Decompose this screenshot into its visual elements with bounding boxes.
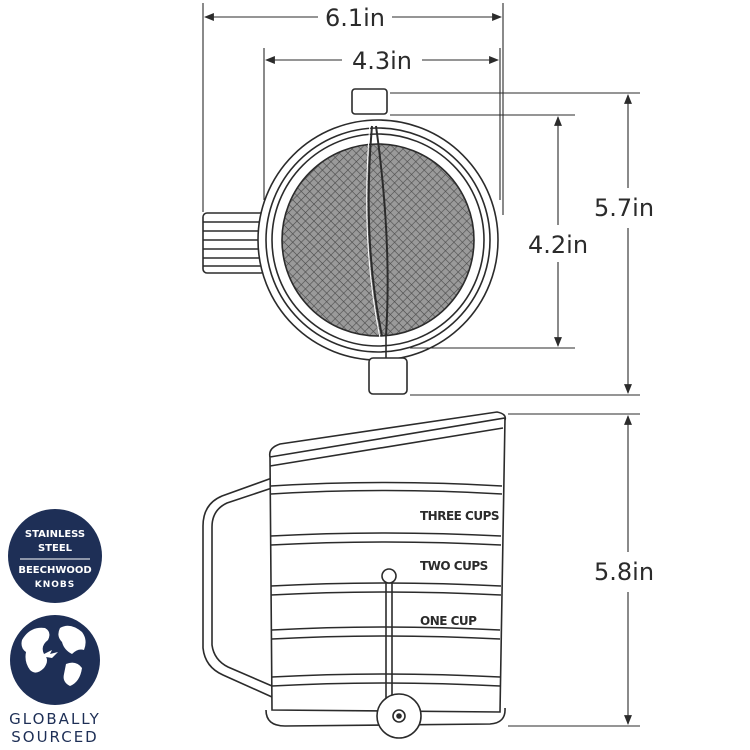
dim-total-width: 6.1in — [325, 4, 385, 32]
top-view — [202, 88, 499, 395]
globe-icon — [10, 615, 100, 705]
top-view-handle — [202, 212, 266, 274]
dim-total-height: 5.7in — [594, 194, 654, 222]
marking-two-cups: TWO CUPS — [420, 559, 488, 573]
marking-three-cups: THREE CUPS — [420, 509, 499, 523]
badge-stainless: STAINLESS — [25, 529, 85, 540]
dim-side-height: 5.8in — [594, 558, 654, 586]
marking-one-cup: ONE CUP — [420, 614, 477, 628]
mesh-screen — [281, 143, 475, 337]
crank-knob-top-view — [368, 357, 408, 395]
side-dimension-lines — [508, 413, 640, 727]
globe-label-line1: GLOBALLY — [9, 710, 101, 728]
side-view — [202, 411, 507, 739]
dim-inner-height: 4.2in — [528, 231, 588, 259]
top-knob — [351, 88, 388, 115]
badge-steel: STEEL — [38, 543, 73, 554]
dim-inner-width: 4.3in — [352, 47, 412, 75]
material-badge: STAINLESS STEEL BEECHWOOD KNOBS — [8, 509, 102, 603]
badge-knobs: KNOBS — [35, 580, 76, 590]
side-handle — [202, 477, 273, 698]
top-dimension-lines — [202, 3, 640, 396]
badge-beechwood: BEECHWOOD — [18, 565, 91, 576]
globe-label-line2: SOURCED — [11, 728, 98, 746]
